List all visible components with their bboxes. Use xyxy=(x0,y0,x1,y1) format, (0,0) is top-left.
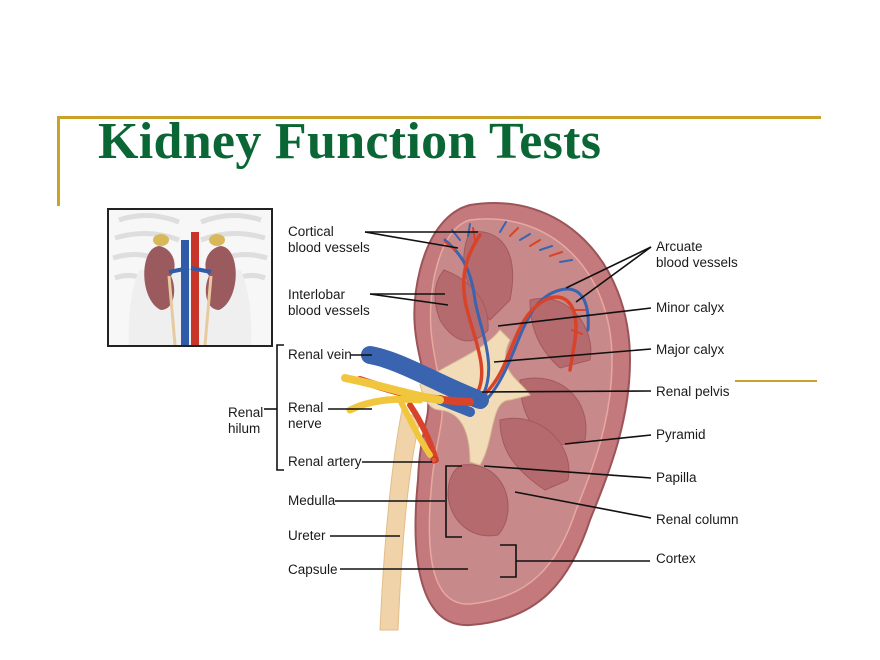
label-text: Renal pelvis xyxy=(656,384,730,399)
label-text: Papilla xyxy=(656,470,697,485)
label-text: Renal vein xyxy=(288,347,352,362)
label-text: blood vessels xyxy=(288,240,370,255)
label-cortex: Cortex xyxy=(656,551,696,567)
label-arcuate-blood-vessels: Arcuate blood vessels xyxy=(656,239,738,271)
label-text: Cortical xyxy=(288,224,334,239)
accent-rule-left xyxy=(57,116,60,206)
label-text: Arcuate xyxy=(656,239,703,254)
label-capsule: Capsule xyxy=(288,562,338,578)
label-text: Renal column xyxy=(656,512,739,527)
label-major-calyx: Major calyx xyxy=(656,342,724,358)
slide-title: Kidney Function Tests xyxy=(98,113,602,170)
label-interlobar-blood-vessels: Interlobar blood vessels xyxy=(288,287,370,319)
label-text: Major calyx xyxy=(656,342,725,357)
label-text: blood vessels xyxy=(288,303,370,318)
label-renal-vein: Renal vein xyxy=(288,347,352,363)
label-text: Ureter xyxy=(288,528,326,543)
torso-inset-image xyxy=(107,208,273,347)
label-text: Renal xyxy=(288,400,324,415)
label-text: Pyramid xyxy=(656,427,706,442)
label-renal-column: Renal column xyxy=(656,512,739,528)
label-cortical-blood-vessels: Cortical blood vessels xyxy=(288,224,370,256)
label-medulla: Medulla xyxy=(288,493,335,509)
label-renal-hilum: Renal hilum xyxy=(228,405,263,437)
label-text: Renal xyxy=(228,405,264,420)
label-text: hilum xyxy=(228,421,261,436)
label-text: Minor calyx xyxy=(656,300,725,315)
label-text: Capsule xyxy=(288,562,338,577)
label-renal-nerve: Renal nerve xyxy=(288,400,323,432)
label-renal-pelvis: Renal pelvis xyxy=(656,384,730,400)
label-text: Renal artery xyxy=(288,454,362,469)
label-text: nerve xyxy=(288,416,322,431)
torso-illustration xyxy=(109,210,271,345)
label-text: blood vessels xyxy=(656,255,738,270)
label-pyramid: Pyramid xyxy=(656,427,706,443)
label-text: Interlobar xyxy=(288,287,346,302)
label-renal-artery: Renal artery xyxy=(288,454,362,470)
label-text: Medulla xyxy=(288,493,336,508)
label-minor-calyx: Minor calyx xyxy=(656,300,724,316)
accent-rule-top xyxy=(57,116,821,119)
label-ureter: Ureter xyxy=(288,528,326,544)
label-papilla: Papilla xyxy=(656,470,697,486)
label-text: Cortex xyxy=(656,551,696,566)
accent-rule-right xyxy=(735,380,817,382)
